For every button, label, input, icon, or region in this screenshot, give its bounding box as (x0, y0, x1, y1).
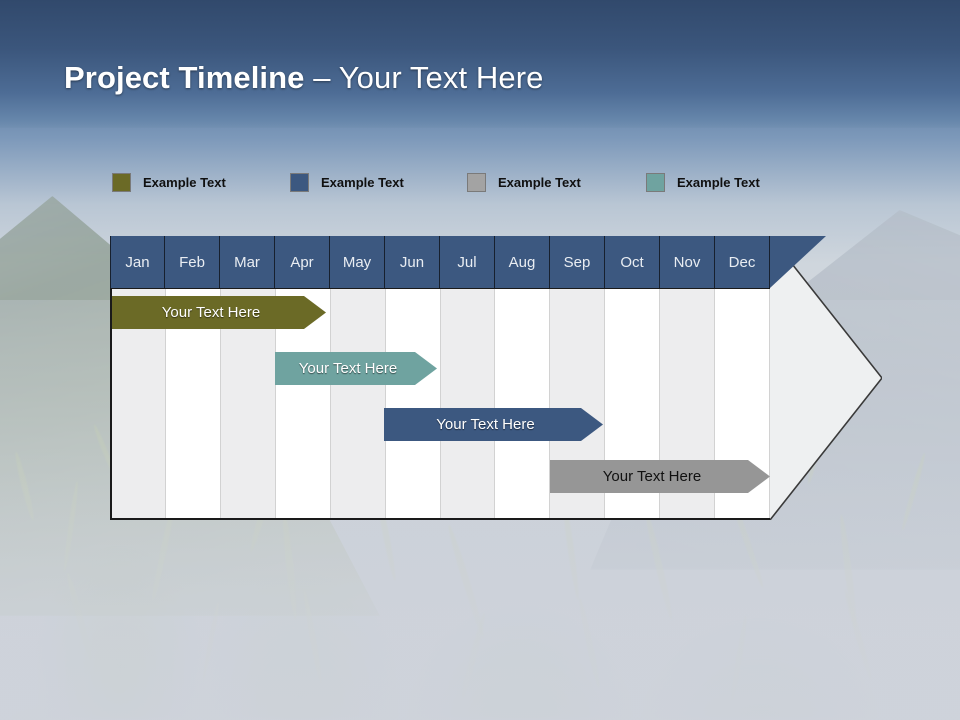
month-column-may (330, 288, 386, 518)
month-column-jul (440, 288, 496, 518)
legend-swatch-4 (646, 172, 665, 192)
task-bar-label-1: Your Text Here (161, 304, 261, 321)
month-header-apr[interactable]: Apr (275, 236, 330, 288)
month-header-nov[interactable]: Nov (660, 236, 715, 288)
task-bar-label-3: Your Text Here (436, 416, 535, 433)
month-header-label: Oct (620, 253, 644, 271)
page-title-separator: – (304, 60, 339, 95)
month-header-jun[interactable]: Jun (385, 236, 440, 288)
task-bar-label-2: Your Text Here (298, 360, 398, 377)
legend-swatch-1 (112, 172, 131, 192)
task-bar-label-4: Your Text Here (602, 468, 702, 485)
page-title-strong: Project Timeline (64, 60, 305, 95)
month-header-oct[interactable]: Oct (605, 236, 660, 288)
month-header-aug[interactable]: Aug (495, 236, 550, 288)
month-header-label: Dec (728, 253, 756, 271)
legend-label-2: Example Text (321, 174, 404, 190)
legend: Example Text Example Text Example Text Exam… (112, 170, 812, 194)
month-column-aug (495, 288, 551, 518)
month-header-label: Jan (125, 253, 150, 271)
month-header-jan[interactable]: Jan (110, 236, 165, 288)
title-banner (0, 0, 960, 128)
month-header-may[interactable]: May (330, 236, 385, 288)
legend-label-4: Example Text (677, 174, 760, 190)
month-header-jul[interactable]: Jul (440, 236, 495, 288)
month-header-label: Jun (399, 253, 425, 271)
month-header-label: May (342, 253, 372, 271)
month-header-label: Jul (457, 253, 477, 271)
body-left-rule (110, 288, 112, 520)
month-header-label: Feb (179, 253, 205, 271)
month-header-dec[interactable]: Dec (715, 236, 770, 288)
task-bar-2[interactable]: Your Text Here (275, 352, 437, 385)
month-header-label: Mar (234, 253, 260, 271)
task-bar-1[interactable]: Your Text Here (112, 296, 326, 329)
month-header-sep[interactable]: Sep (550, 236, 605, 288)
page-title-light: Your Text Here (338, 60, 544, 95)
month-column-jun (385, 288, 441, 518)
timeline-header-row: Jan Feb Mar Apr May Jun Jul Aug Sep Oct Nov Dec (110, 236, 770, 288)
task-bar-3[interactable]: Your Text Here (384, 408, 603, 441)
month-header-feb[interactable]: Feb (165, 236, 220, 288)
legend-item-1[interactable]: Example Text (112, 170, 226, 194)
legend-label-1: Example Text (143, 174, 226, 190)
legend-item-4[interactable]: Example Text (646, 170, 760, 194)
legend-item-3[interactable]: Example Text (467, 170, 581, 194)
legend-swatch-3 (467, 172, 486, 192)
month-header-label: Sep (563, 253, 591, 271)
task-bar-4[interactable]: Your Text Here (550, 460, 770, 493)
month-header-label: Apr (290, 253, 314, 271)
header-underline (110, 288, 770, 289)
month-header-label: Nov (673, 253, 701, 271)
timeline-table: Jan Feb Mar Apr May Jun Jul Aug Sep Oct Nov Dec You… (110, 236, 826, 520)
month-header-label: Aug (508, 253, 536, 271)
month-header-mar[interactable]: Mar (220, 236, 275, 288)
legend-label-3: Example Text (498, 174, 581, 190)
legend-item-2[interactable]: Example Text (290, 170, 404, 194)
page-title: Project Timeline – Your Text Here (64, 60, 543, 96)
legend-swatch-2 (290, 172, 309, 192)
